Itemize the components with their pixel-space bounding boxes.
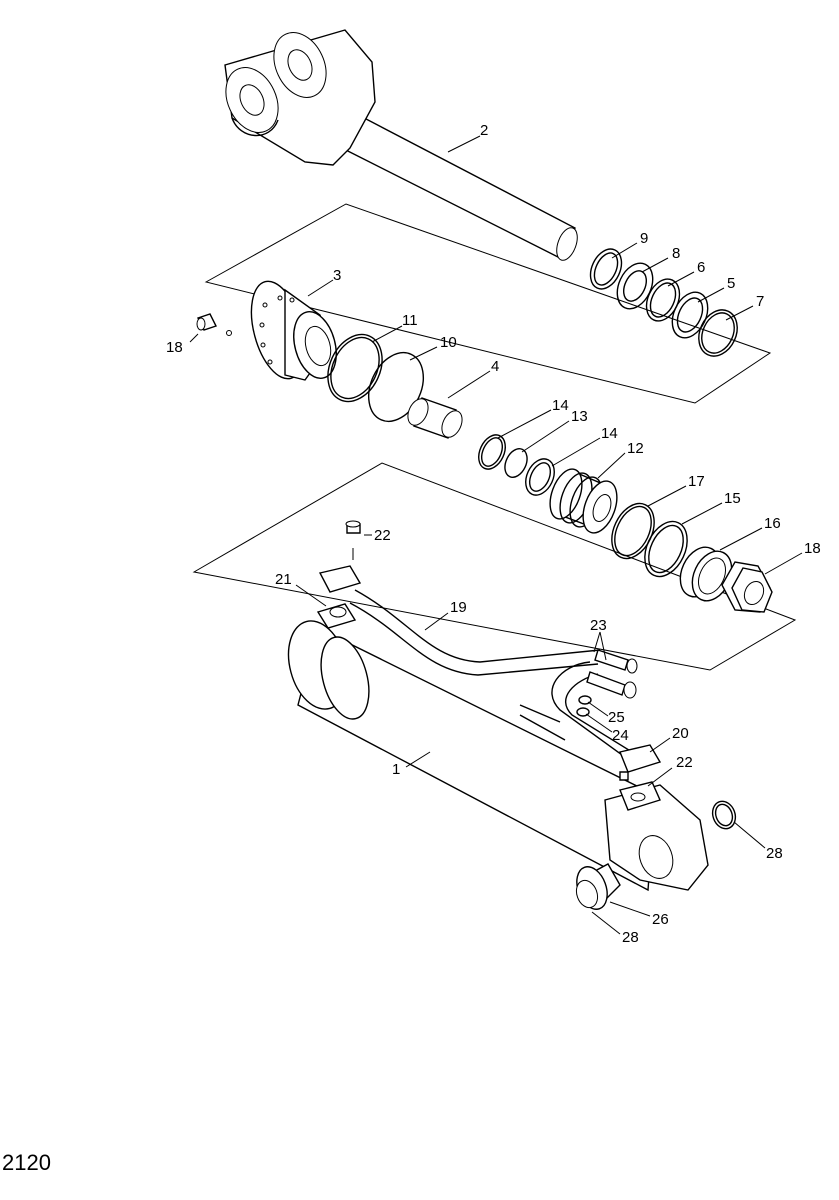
callout-15: 15 bbox=[724, 490, 741, 507]
callout-4: 4 bbox=[491, 358, 499, 375]
callout-28a: 28 bbox=[766, 845, 783, 862]
lower-group-frame bbox=[192, 462, 797, 671]
bolt-19-part bbox=[196, 313, 232, 336]
callout-13: 13 bbox=[571, 408, 588, 425]
callout-14a: 14 bbox=[552, 397, 569, 414]
callout-2: 2 bbox=[480, 122, 488, 139]
callout-16: 16 bbox=[764, 515, 781, 532]
callout-22a: 21 bbox=[275, 571, 292, 588]
callout-22b: 22 bbox=[676, 754, 693, 771]
nut-18-part bbox=[721, 561, 773, 613]
callout-17: 17 bbox=[688, 473, 705, 490]
cylinder-tube-part bbox=[287, 620, 709, 892]
flange-22b-part bbox=[619, 781, 661, 811]
callout-12: 12 bbox=[627, 440, 644, 457]
cylinder-head-part bbox=[250, 280, 337, 381]
callout-18: 18 bbox=[804, 540, 821, 557]
seal-7-part bbox=[698, 309, 738, 357]
ring-11-part bbox=[327, 333, 383, 403]
bolt-23-part bbox=[345, 520, 361, 560]
bushing-27-part bbox=[575, 863, 621, 910]
callout-6: 6 bbox=[697, 259, 705, 276]
flange-21-part bbox=[619, 744, 662, 781]
seal-14a-part bbox=[478, 434, 506, 470]
ring-28a-part bbox=[711, 800, 737, 830]
piston-12-part bbox=[549, 468, 618, 534]
callout-28b: 28 bbox=[622, 929, 639, 946]
piston-rod-part bbox=[224, 29, 578, 261]
callout-14b: 14 bbox=[601, 425, 618, 442]
callout-27: 26 bbox=[652, 911, 669, 928]
seal-14b-part bbox=[525, 458, 555, 496]
callout-25: 24 bbox=[612, 727, 629, 744]
callout-19: 18 bbox=[166, 339, 183, 356]
bushing-4-part bbox=[407, 397, 463, 439]
callout-20: 19 bbox=[450, 599, 467, 616]
callout-5: 5 bbox=[727, 275, 735, 292]
flange-22a-part bbox=[316, 565, 362, 629]
ring-15-part bbox=[644, 520, 688, 578]
fitting-24-part bbox=[586, 649, 638, 699]
oring-25-part bbox=[576, 707, 590, 717]
callout-9: 9 bbox=[640, 230, 648, 247]
leader-lines bbox=[189, 135, 803, 935]
callout-24: 23 bbox=[590, 617, 607, 634]
oring-26-part bbox=[578, 695, 592, 705]
callout-3: 3 bbox=[333, 267, 341, 284]
callout-21: 20 bbox=[672, 725, 689, 742]
callout-11: 11 bbox=[402, 312, 418, 329]
callout-7: 7 bbox=[756, 293, 764, 310]
callout-23: 22 bbox=[374, 527, 391, 544]
seal-13-part bbox=[504, 448, 528, 478]
ring-10-part bbox=[368, 352, 424, 422]
upper-group-frame bbox=[204, 203, 772, 404]
callout-26: 25 bbox=[608, 709, 625, 726]
callout-10: 10 bbox=[440, 334, 457, 351]
page-number: 2120 bbox=[2, 1150, 51, 1175]
seal-9-part bbox=[589, 248, 623, 290]
spacer-16-part bbox=[679, 546, 733, 602]
seal-5-part bbox=[671, 291, 709, 339]
callout-8: 8 bbox=[672, 245, 680, 262]
callout-1: 1 bbox=[392, 761, 400, 778]
